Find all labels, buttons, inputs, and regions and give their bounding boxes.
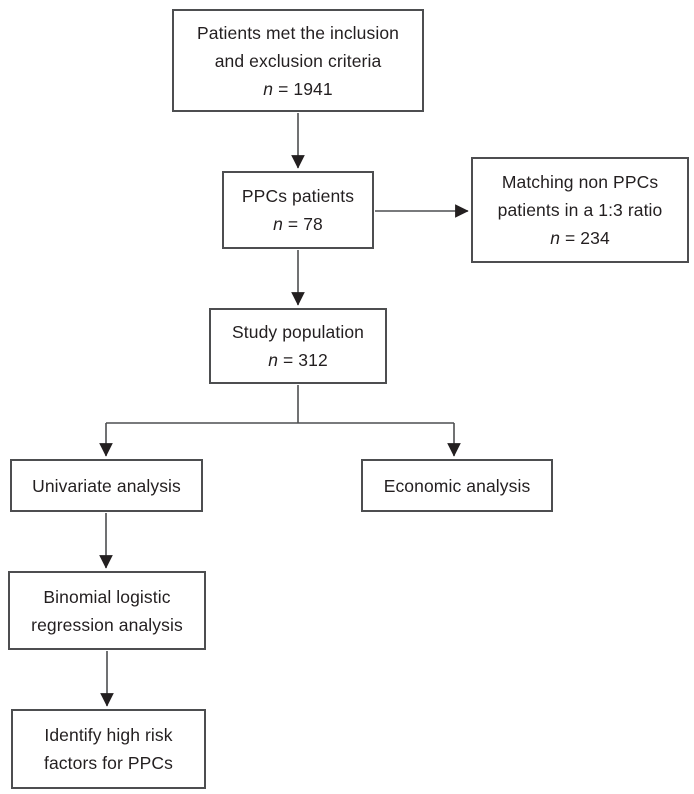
- box-ppcs-patients: PPCs patients n = 78: [222, 171, 374, 249]
- box-text-line: Binomial logistic: [43, 586, 171, 607]
- box-text-line: Economic analysis: [383, 475, 531, 496]
- box-study-population: Study population n = 312: [209, 308, 387, 384]
- box-text-line: Identify high risk: [44, 725, 173, 745]
- box-text-line: Patients met the inclusion: [196, 22, 399, 43]
- box-text-line: Matching non PPCs: [501, 172, 659, 192]
- box-text-line: and exclusion criteria: [214, 50, 382, 71]
- box-identify-high-risk-factors: Identify high risk factors for PPCs: [11, 709, 206, 789]
- n-symbol: n: [268, 350, 279, 370]
- box-inclusion-criteria: Patients met the inclusion and exclusion…: [172, 9, 424, 112]
- n-value: = 312: [278, 350, 328, 370]
- n-value: = 78: [282, 214, 323, 234]
- box-text-line: patients in a 1:3 ratio: [497, 200, 663, 220]
- n-symbol: n: [263, 78, 274, 99]
- n-symbol: n: [550, 228, 561, 248]
- box-text-line: regression analysis: [31, 614, 183, 635]
- box-text-line: PPCs patients: [241, 186, 355, 206]
- box-univariate-analysis: Univariate analysis: [10, 459, 203, 512]
- box-economic-analysis: Economic analysis: [361, 459, 553, 512]
- n-value: = 234: [560, 228, 610, 248]
- box-n-count: n = 234: [550, 224, 610, 252]
- box-n-count: n = 312: [268, 346, 328, 374]
- box-text-line: Study population: [232, 322, 364, 342]
- box-n-count: n = 1941: [263, 75, 332, 103]
- n-symbol: n: [273, 214, 283, 234]
- box-matching-non-ppcs: Matching non PPCs patients in a 1:3 rati…: [471, 157, 689, 263]
- box-binomial-logistic-regression: Binomial logistic regression analysis: [8, 571, 206, 650]
- box-text-line: Univariate analysis: [32, 475, 181, 496]
- n-value: = 1941: [273, 78, 333, 99]
- box-text-line: factors for PPCs: [44, 753, 173, 773]
- box-n-count: n = 78: [273, 210, 323, 238]
